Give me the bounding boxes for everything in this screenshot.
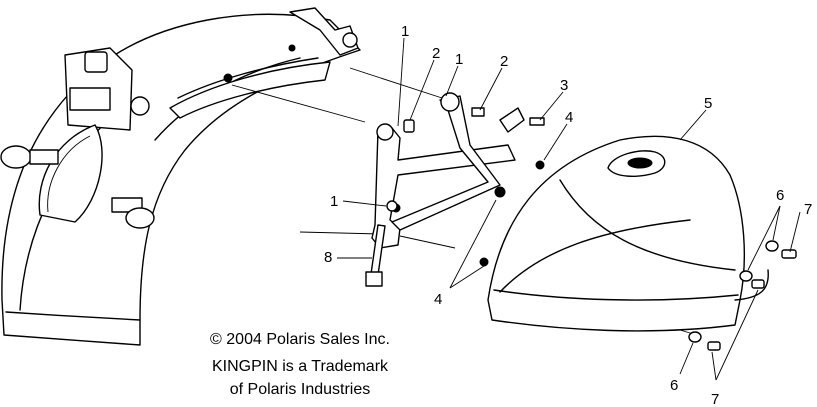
leader-lines: [231, 67, 701, 337]
callout-1-middle: 1: [455, 51, 463, 68]
callout-2-right: 2: [500, 53, 508, 70]
callout-leaders: [337, 37, 801, 381]
callout-3: 3: [560, 77, 568, 94]
callout-1-top: 1: [401, 23, 409, 40]
callout-8: 8: [324, 249, 332, 266]
copyright-line: © 2004 Polaris Sales Inc.: [210, 331, 390, 348]
saddlebag: [487, 135, 769, 332]
callout-7-top: 7: [804, 201, 812, 218]
callout-numbers: 1 2 1 2 3 4 5 1 8 4 6 7 6 7: [324, 23, 812, 407]
callout-7-bottom: 7: [711, 391, 719, 407]
callout-5: 5: [704, 95, 712, 112]
callout-4-top: 4: [565, 109, 573, 126]
hardware: [386, 107, 545, 267]
callout-1-lower: 1: [330, 193, 338, 210]
trademark-owner-line: of Polaris Industries: [229, 381, 371, 398]
license-plate-window: [38, 124, 103, 223]
turn-signal-left: [0, 145, 59, 169]
mounting-bracket: [365, 92, 516, 287]
callout-2-left: 2: [432, 45, 440, 62]
callout-6-top: 6: [776, 187, 784, 204]
washers-screws: [688, 240, 797, 351]
trademark-line: KINGPIN is a Trademark: [211, 358, 389, 375]
license-plate-bracket: [64, 47, 150, 131]
callout-4-bottom: 4: [434, 291, 442, 308]
turn-signal-right: [111, 197, 155, 229]
callout-6-bottom: 6: [670, 377, 678, 394]
